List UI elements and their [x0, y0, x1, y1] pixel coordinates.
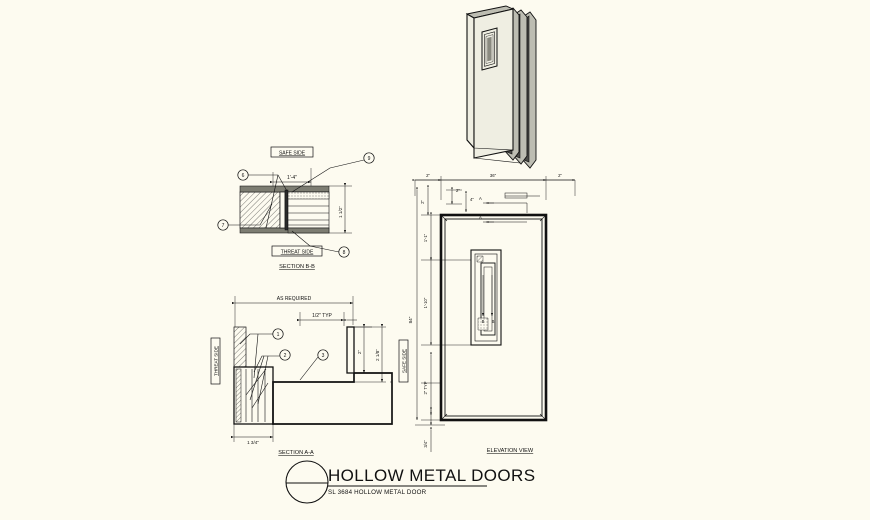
dim-width-text: 1'-4"	[287, 175, 297, 181]
wall-hatch-block	[239, 191, 281, 229]
frame-inner-hatch	[235, 368, 242, 423]
section-aa-typ-dim: 1/2" TYP	[297, 312, 357, 326]
elevation-vision-lite: B B	[470, 249, 502, 346]
elev-bottom-dim: 3/4"	[415, 407, 445, 452]
elev-dim-height-text: 84"	[408, 316, 413, 323]
section-bb-safe-side-label: SAFE SIDE	[270, 146, 314, 158]
elevation-view: 2" 36" 2" 2" 4" 2"	[408, 173, 576, 454]
threat-side-text-aa: THREAT SIDE	[214, 346, 219, 376]
section-mark-a2: A	[479, 215, 482, 220]
door-frame-outer	[439, 213, 548, 422]
isometric-door	[465, 5, 537, 169]
dim-half-typ-text: 1/2" TYP	[312, 313, 332, 319]
section-aa-threat-side-label: THREAT SIDE	[210, 337, 221, 385]
callout-bubble-6: 6	[237, 169, 288, 229]
elev-dim-typ-text: 2" TYP	[423, 381, 428, 394]
title-block: HOLLOW METAL DOORS SL 3684 HOLLOW METAL …	[285, 460, 535, 504]
right-riser	[346, 326, 355, 374]
callout-8-text: 8	[343, 250, 346, 256]
elev-dim-right-text: 2"	[558, 173, 562, 178]
callout-bubble-9: 9	[291, 152, 375, 193]
dim-as-required-text: AS REQUIRED	[277, 296, 312, 302]
section-mark-a1: A	[479, 196, 482, 201]
drawing-title: HOLLOW METAL DOORS	[328, 466, 535, 485]
callout-3-text: 3	[322, 353, 325, 359]
elev-dim-v2-text: 1'-10"	[423, 297, 428, 308]
dim-2in-text: 2"	[357, 350, 362, 355]
center-post	[279, 191, 286, 229]
elev-dim-left-text: 2"	[426, 173, 430, 178]
center-dark-post	[284, 189, 289, 231]
section-bb-title: SECTION B-B	[279, 264, 315, 270]
jamb-hatch	[233, 326, 247, 368]
insulation-layer	[287, 191, 330, 200]
section-mark-b1: B	[482, 319, 485, 324]
section-mark-a-group: A A	[479, 192, 540, 223]
section-bb-threat-side-label: THREAT SIDE	[271, 245, 323, 257]
elev-dim-b-text: 4"	[470, 197, 474, 202]
section-aa-h2-dim: 2 1/8"	[354, 324, 392, 383]
section-aa-detail: AS REQUIRED 1/2" TYP THREAT SIDE SAFE SI…	[210, 296, 409, 456]
callout-2-text: 2	[284, 353, 287, 359]
elev-vert-dim-chain: 1'-1" 1'-10" 2" TYP 84"	[408, 187, 471, 421]
callout-bubble-2: 2	[249, 349, 291, 405]
callout-7-text: 7	[222, 223, 225, 229]
section-aa-base-dim: 1 3/4"	[231, 424, 274, 445]
elevation-title: ELEVATION VIEW	[487, 448, 534, 454]
title-logo-circle	[285, 460, 329, 504]
dim-2-18-text: 2 1/8"	[375, 349, 380, 361]
callout-1-text: 1	[277, 332, 280, 338]
drawing-subtitle: SL 3684 HOLLOW METAL DOOR	[328, 489, 427, 496]
section-aa-title: SECTION A-A	[278, 450, 314, 456]
section-bb-height-dim: 1 1/2"	[329, 183, 352, 234]
elev-dim-v1-text: 1'-1"	[423, 233, 428, 242]
vision-lite-iso	[481, 27, 498, 71]
elev-inner-dims: 2" 4"	[446, 187, 474, 212]
dim-1-34-text: 1 3/4"	[247, 440, 259, 445]
callout-6-text: 6	[242, 173, 245, 179]
door-frame-inner	[444, 218, 543, 417]
elev-dim-bottom-text: 3/4"	[423, 440, 428, 448]
elev-dim-a-text: 2"	[456, 188, 460, 193]
elev-top-vert-dim: 2"	[420, 185, 429, 215]
section-mark-b2: B	[492, 319, 495, 324]
callout-bubble-7: 7	[217, 203, 273, 231]
safe-side-text: SAFE SIDE	[279, 151, 306, 157]
threat-side-text: THREAT SIDE	[281, 250, 314, 256]
section-bb-detail: SAFE SIDE 1'-4" 1 1/2"	[217, 146, 375, 270]
elev-dim-top-text: 2"	[420, 200, 425, 204]
elev-dim-center-text: 36"	[490, 173, 497, 178]
callout-bubble-3: 3	[299, 349, 329, 381]
safe-side-text-aa: SAFE SIDE	[402, 349, 407, 373]
dim-height-text: 1 1/2"	[338, 206, 343, 218]
callout-9-text: 9	[368, 156, 371, 162]
section-aa-safe-side-label: SAFE SIDE	[398, 339, 409, 383]
